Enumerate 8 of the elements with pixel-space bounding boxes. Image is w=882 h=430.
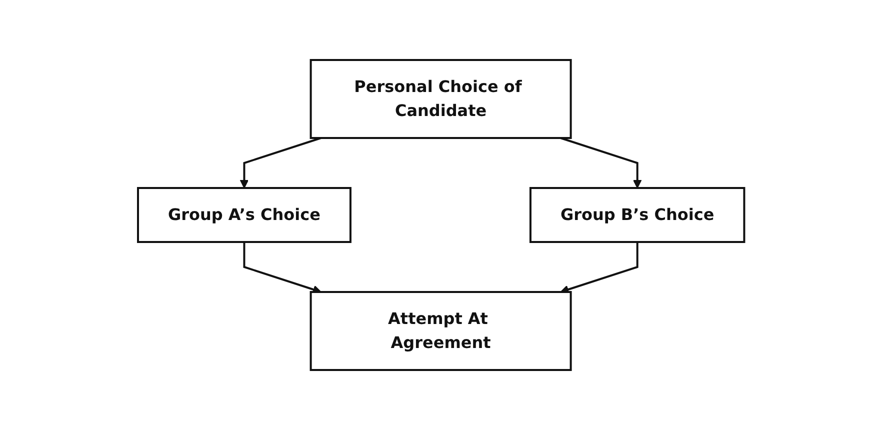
node-box: Attempt At Agreement (310, 291, 572, 371)
arrow (560, 242, 638, 294)
arrow (243, 242, 322, 294)
node-box: Group A’s Choice (136, 187, 352, 243)
node-box: Personal Choice of Candidate (310, 59, 572, 139)
arrow (240, 137, 322, 188)
arrow (560, 137, 642, 188)
node-box: Group B’s Choice (529, 187, 746, 243)
